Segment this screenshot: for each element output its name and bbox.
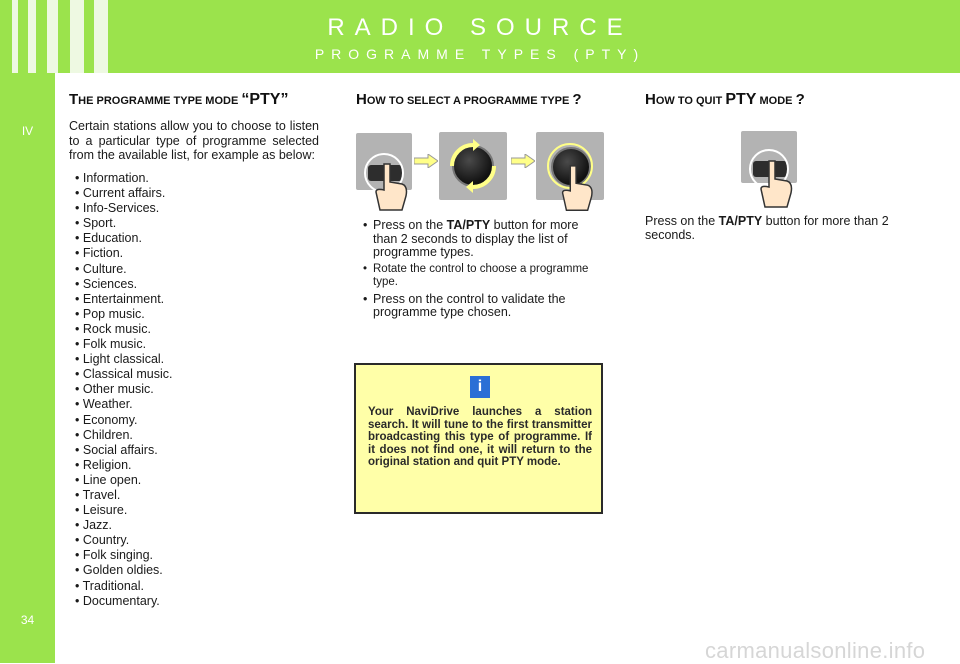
programme-type-item: Social affairs. [75,443,172,458]
programme-type-item: Light classical. [75,352,172,367]
programme-type-item: Other music. [75,382,172,397]
programme-type-item: Information. [75,171,172,186]
chapter-marker: IV [21,124,34,138]
programme-type-item: Classical music. [75,367,173,382]
step-press-ta-pty: Press on the TA/PTY button for more than… [363,218,603,260]
header-banner: RADIO SOURCE PROGRAMME TYPES (PTY) [0,0,960,73]
programme-type-item: Leisure. [75,503,172,518]
programme-type-item: Fiction. [75,246,172,261]
rotate-arrows-icon [450,139,496,193]
select-steps-list: Press on the TA/PTY button for more than… [363,218,603,323]
arrow-right-icon-2 [511,154,535,168]
programme-type-item: Travel. [75,488,172,503]
programme-type-list: Information.Current affairs.Info-Service… [75,171,173,609]
programme-type-item: Weather. [75,397,172,412]
programme-type-item: Folk singing. [75,548,172,563]
hand-press-icon [375,163,408,211]
section-heading-select-type: HOW TO SELECT A PROGRAMME TYPE ? [356,91,582,108]
page-subtitle: PROGRAMME TYPES (PTY) [314,46,646,62]
arrow-right-icon [414,154,438,168]
pty-intro-text: Certain stations allow you to choose to … [69,119,319,162]
info-text: Your NaviDrive launches a station search… [368,406,592,468]
programme-type-item: Jazz. [75,518,172,533]
programme-type-item: Education. [75,231,172,246]
programme-type-item: Pop music. [75,307,172,322]
quit-instruction: Press on the TA/PTY button for more than… [645,214,889,242]
programme-type-item: Documentary. [75,594,172,609]
page-number: 34 [20,613,35,627]
info-box: i Your NaviDrive launches a station sear… [354,363,603,514]
programme-type-item: Children. [75,428,172,443]
step-rotate-control: Rotate the control to choose a programme… [363,263,603,290]
section-heading-pty-mode: THE PROGRAMME TYPE MODE “PTY” [69,91,289,108]
programme-type-item: Rock music. [75,322,172,337]
section-heading-quit-pty: HOW TO QUIT PTY MODE ? [645,91,805,108]
programme-type-item: Line open. [75,473,172,488]
programme-type-item: Sciences. [75,277,172,292]
programme-type-item: Golden oldies. [75,563,172,578]
hand-press-icon-3 [760,160,793,208]
programme-type-item: Entertainment. [75,292,172,307]
programme-type-item: Culture. [75,262,172,277]
programme-type-item: Economy. [75,413,172,428]
hand-press-icon-2 [561,165,593,211]
programme-type-item: Folk music. [75,337,172,352]
programme-type-item: Info-Services. [75,201,172,216]
page-title: RADIO SOURCE [327,14,633,41]
info-icon: i [470,376,490,398]
programme-type-item: Sport. [75,216,172,231]
programme-type-item: Country. [75,533,172,548]
chapter-sidebar [0,73,55,663]
watermark: carmanualsonline.info [705,638,926,663]
step-validate: Press on the control to validate the pro… [363,292,603,320]
programme-type-item: Traditional. [75,579,172,594]
programme-type-item: Current affairs. [75,186,172,201]
ta-pty-button-photo-2 [741,131,797,183]
programme-type-item: Religion. [75,458,172,473]
